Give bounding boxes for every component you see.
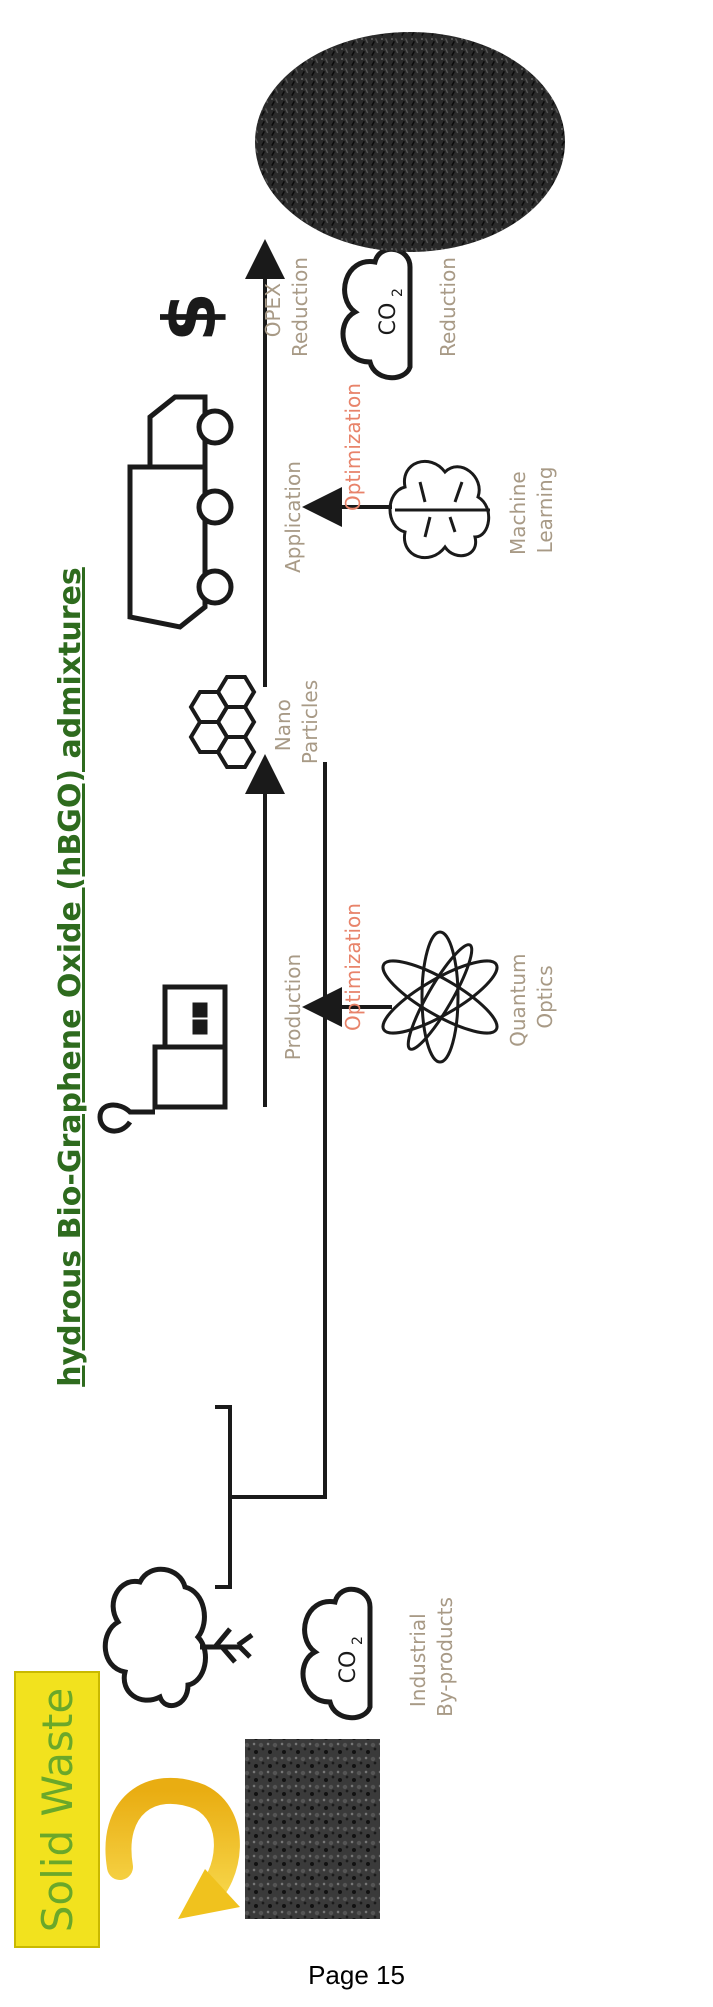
optimization-label-1: Optimization bbox=[341, 903, 365, 1031]
machine-learning-label: Machine Learning bbox=[506, 465, 557, 555]
optimization-label-2: Optimization bbox=[341, 383, 365, 511]
diagram-title: hydrous Bio-Graphene Oxide (hBGO) admixt… bbox=[53, 567, 88, 1387]
tree-icon bbox=[102, 1566, 254, 1709]
co2-reduction-label: Reduction bbox=[436, 257, 460, 357]
truck-icon bbox=[127, 394, 234, 630]
solid-waste-banner: Solid Waste bbox=[14, 1671, 100, 1948]
co2-reduction-cloud-icon: CO 2 bbox=[340, 246, 413, 381]
graphene-pile-photo bbox=[255, 32, 565, 252]
recycle-arrowhead bbox=[178, 1869, 240, 1919]
nano-particles-icon bbox=[188, 675, 257, 769]
dollar-icon: $ bbox=[148, 292, 232, 342]
page-number: Page 15 bbox=[308, 1960, 405, 1990]
recycle-curve-arrow bbox=[105, 1777, 240, 1910]
nano-particles-label: Nano Particles bbox=[271, 680, 322, 764]
quantum-optics-label: Quantum Optics bbox=[506, 947, 557, 1047]
input-bracket bbox=[215, 762, 327, 1589]
opex-reduction-label: OPEX Reduction bbox=[261, 257, 312, 357]
co2-cloud-icon: CO 2 bbox=[300, 1586, 373, 1721]
solid-waste-photo bbox=[245, 1739, 380, 1919]
co2-text-right: CO bbox=[376, 303, 401, 336]
factory-icon bbox=[97, 984, 228, 1134]
production-label: Production bbox=[281, 954, 305, 1060]
brain-icon bbox=[388, 459, 491, 560]
solid-waste-label: Solid Waste bbox=[33, 1688, 82, 1932]
industrial-byproducts-label: Industrial By-products bbox=[406, 1597, 457, 1717]
atom-icon bbox=[381, 930, 499, 1064]
co2-subscript: 2 bbox=[350, 1636, 366, 1645]
application-label: Application bbox=[281, 461, 305, 573]
co2-subscript-right: 2 bbox=[390, 288, 406, 297]
co2-text: CO bbox=[336, 1651, 361, 1684]
